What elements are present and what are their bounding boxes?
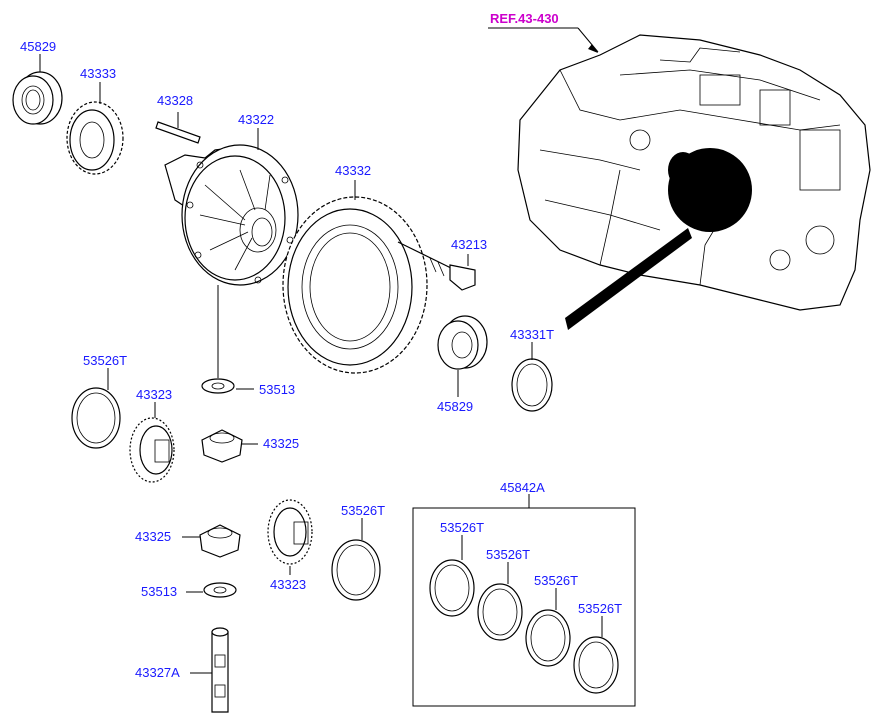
part-label-43332[interactable]: 43332 bbox=[335, 163, 372, 178]
kit-washer-2 bbox=[477, 583, 523, 641]
part-label-53513-upper[interactable]: 53513 bbox=[259, 382, 296, 397]
kit-washer-3 bbox=[525, 609, 571, 667]
transmission-case-illustration bbox=[517, 34, 871, 330]
part-label-43328[interactable]: 43328 bbox=[157, 93, 194, 108]
washer-53526T-center bbox=[331, 539, 381, 601]
kit-label-53526T-1[interactable]: 53526T bbox=[440, 520, 485, 535]
part-label-53526T-left[interactable]: 53526T bbox=[83, 353, 128, 368]
part-label-43331T[interactable]: 43331T bbox=[510, 327, 555, 342]
kit-45842A-box bbox=[412, 507, 636, 707]
kit-washer-1 bbox=[429, 559, 475, 617]
part-label-43323-lower[interactable]: 43323 bbox=[270, 577, 307, 592]
part-label-45829-middle[interactable]: 45829 bbox=[437, 399, 474, 414]
kit-label-53526T-3[interactable]: 53526T bbox=[534, 573, 579, 588]
side-gear-43323-upper bbox=[129, 417, 175, 483]
pinion-gear-43325-lower bbox=[199, 524, 241, 558]
kit-label-53526T-4[interactable]: 53526T bbox=[578, 601, 623, 616]
part-label-45829-top[interactable]: 45829 bbox=[20, 39, 57, 54]
bolt-43213 bbox=[397, 241, 476, 291]
part-label-53513-lower[interactable]: 53513 bbox=[141, 584, 178, 599]
part-label-43325-upper[interactable]: 43325 bbox=[263, 436, 300, 451]
kit-label-53526T-2[interactable]: 53526T bbox=[486, 547, 531, 562]
bearing-45829-middle bbox=[437, 315, 488, 370]
part-label-45842A[interactable]: 45842A bbox=[500, 480, 545, 495]
reference-leader bbox=[577, 27, 599, 53]
part-label-43213[interactable]: 43213 bbox=[451, 237, 488, 252]
pin-43328 bbox=[155, 121, 201, 144]
part-label-53526T-center[interactable]: 53526T bbox=[341, 503, 386, 518]
part-label-43333[interactable]: 43333 bbox=[80, 66, 117, 81]
differential-case-43322 bbox=[164, 144, 299, 286]
part-label-43323-upper[interactable]: 43323 bbox=[136, 387, 173, 402]
washer-53526T-left bbox=[71, 387, 121, 449]
speedometer-gear-43333 bbox=[66, 101, 124, 175]
pinion-shaft-43327A bbox=[211, 627, 229, 713]
shim-43331T bbox=[511, 358, 553, 412]
thrust-washer-53513-upper bbox=[201, 378, 235, 394]
ring-gear-43332 bbox=[282, 196, 428, 374]
kit-washer-4 bbox=[573, 636, 619, 694]
part-label-43327A[interactable]: 43327A bbox=[135, 665, 180, 680]
side-gear-43323-lower bbox=[267, 499, 313, 565]
thrust-washer-53513-lower bbox=[203, 582, 237, 598]
part-label-43322[interactable]: 43322 bbox=[238, 112, 275, 127]
part-label-43325-lower[interactable]: 43325 bbox=[135, 529, 172, 544]
pinion-gear-43325-upper bbox=[201, 429, 243, 463]
reference-label[interactable]: REF.43-430 bbox=[490, 11, 559, 26]
bearing-45829-top bbox=[12, 71, 63, 125]
